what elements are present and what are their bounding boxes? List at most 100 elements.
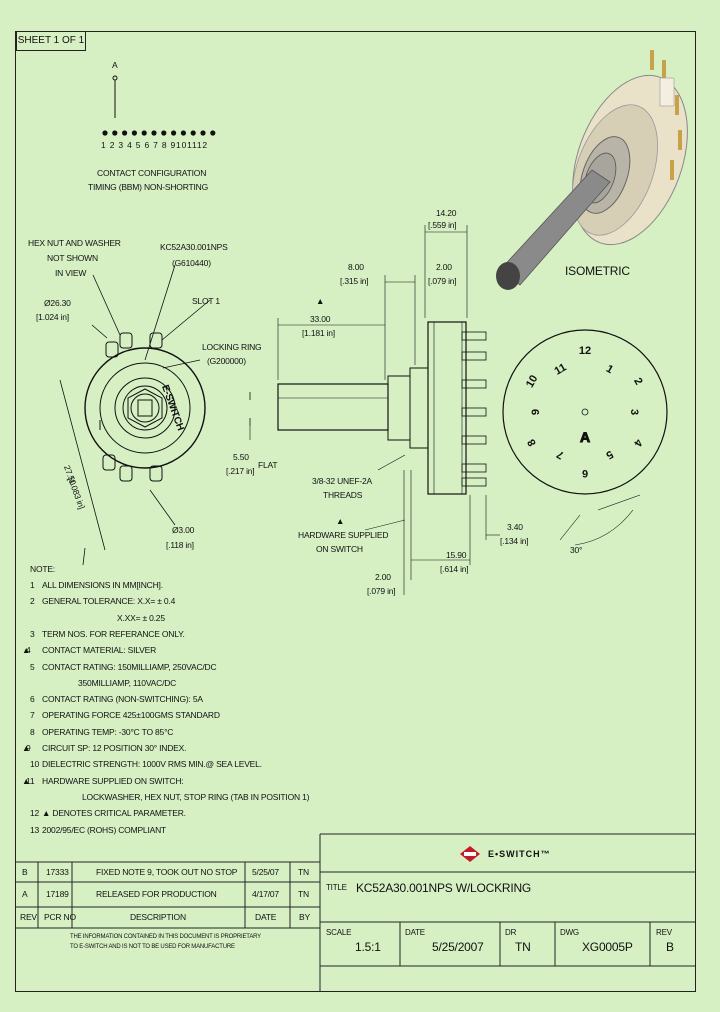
rev-header-by: BY: [299, 912, 310, 922]
terminal-label: 7: [555, 448, 566, 461]
note-text: X.XX= ± 0.25: [117, 612, 165, 623]
eswitch-logo-mark: [460, 846, 480, 862]
disclaimer-1: THE INFORMATION CONTAINED IN THIS DOCUME…: [70, 934, 261, 940]
dim-2-00-b: 2.00: [375, 572, 391, 582]
side-view-drawing: [249, 225, 500, 595]
drawing-title: KC52A30.001NPS W/LOCKRING: [356, 881, 532, 895]
contact-dot: [122, 130, 128, 136]
terminal-label: 9: [530, 409, 542, 415]
rev-value: B: [666, 940, 674, 954]
date-label: DATE: [405, 928, 425, 937]
contact-top-label: A: [112, 60, 118, 70]
contact-dot: [161, 130, 167, 136]
contact-dot: [180, 130, 186, 136]
date-value: 5/25/2007: [432, 940, 484, 954]
critical-marker: ▲: [22, 775, 31, 786]
contact-dot: [141, 130, 147, 136]
contact-dot: [210, 130, 216, 136]
terminal-label: 11: [552, 361, 568, 377]
contact-configuration-diagram: [102, 75, 216, 136]
note-number: 11: [26, 775, 35, 786]
part-label: KC52A30.001NPS: [160, 242, 228, 252]
rev-header-pcr: PCR NO: [44, 912, 76, 922]
terminal-label: 8: [525, 437, 538, 448]
title-block-lines: [15, 833, 696, 992]
contact-dot: [200, 130, 206, 136]
note-text: OPERATING FORCE 425±100GMS STANDARD: [42, 710, 220, 721]
revision-rev: B: [22, 867, 28, 877]
critical-marker: ▲: [316, 296, 325, 306]
note-number: 4: [26, 645, 31, 656]
terminal-label: 6: [582, 467, 588, 479]
critical-marker: ▲: [22, 743, 31, 753]
dim-5-50-in: [.217 in]: [226, 466, 255, 476]
isometric-label: ISOMETRIC: [565, 264, 630, 278]
thread-label: THREADS: [323, 490, 363, 500]
dim-3-40-in: [.134 in]: [500, 536, 529, 546]
dim-2-00-a-in: [.079 in]: [428, 276, 457, 286]
scale-label: SCALE: [326, 928, 352, 937]
dim-2-00-b-in: [.079 in]: [367, 586, 396, 596]
dim-33-00: 33.00: [310, 314, 331, 324]
critical-marker: ▲: [22, 645, 31, 656]
note-number: 5: [30, 661, 35, 672]
note-number: 2: [30, 596, 35, 607]
revision-by: TN: [298, 889, 309, 899]
note-text: CONTACT RATING (NON-SWITCHING): 5A: [42, 694, 203, 705]
diameter-in: [1.024 in]: [36, 312, 69, 322]
contact-dot: [102, 130, 108, 136]
front-view-drawing: [59, 264, 211, 566]
dim-5-50: 5.50: [233, 452, 249, 462]
contact-dot: [112, 130, 118, 136]
revision-pcr: 17189: [46, 889, 69, 899]
note-text: CONTACT RATING: 150MILLIAMP, 250VAC/DC: [42, 661, 217, 672]
terminal-label: 5: [604, 448, 615, 461]
angle-label: 30°: [570, 545, 583, 555]
dim-14-20-in: [.559 in]: [428, 220, 457, 230]
note-number: 1: [30, 580, 35, 590]
note-number: 9: [26, 743, 31, 753]
terminal-label: 10: [524, 373, 541, 390]
dim-8-00: 8.00: [348, 262, 364, 272]
revision-date: 4/17/07: [252, 889, 279, 899]
slot-label: SLOT 1: [192, 296, 220, 306]
revision-desc: FIXED NOTE 9, TOOK OUT NO STOP: [96, 867, 238, 877]
revision-rev: A: [22, 889, 28, 899]
contact-numbers: 1 2 3 4 5 6 7 8 9101112: [101, 140, 208, 150]
dwg-label: DWG: [560, 928, 579, 937]
note-number: 6: [30, 694, 35, 705]
note-text: 350MILLIAMP, 110VAC/DC: [78, 677, 177, 688]
contact-config-timing: TIMING (BBM) NON-SHORTING: [88, 182, 208, 192]
hardware-supplied-1: HARDWARE SUPPLIED: [298, 530, 389, 540]
title-label: TITLE: [326, 883, 347, 892]
hardware-supplied-2: ON SWITCH: [316, 544, 363, 554]
rev-header-rev: REV: [20, 912, 37, 922]
dim-33-00-in: [1.181 in]: [302, 328, 335, 338]
flat-label: FLAT: [258, 460, 278, 470]
locking-ring-label: LOCKING RING: [202, 342, 262, 352]
terminal-label: 1: [604, 363, 615, 376]
sheet-number: SHEET 1 OF 1: [16, 31, 86, 51]
revision-by: TN: [298, 867, 309, 877]
contact-dot: [151, 130, 157, 136]
note-number: 10: [30, 759, 40, 770]
revision-date: 5/25/07: [252, 867, 279, 877]
contact-dot: [190, 130, 196, 136]
rev-header-date: DATE: [255, 912, 277, 922]
contact-dot: [131, 130, 137, 136]
drawing-border: [15, 31, 696, 992]
note-text: ALL DIMENSIONS IN MM[INCH].: [42, 580, 163, 590]
note-text: ▲ DENOTES CRITICAL PARAMETER.: [42, 808, 186, 819]
note-text: TERM NOS. FOR REFERANCE ONLY.: [42, 628, 185, 639]
critical-marker-hardware: ▲: [336, 516, 345, 526]
diameter-mm: Ø26.30: [44, 298, 71, 308]
revision-pcr: 17333: [46, 867, 69, 877]
scale-value: 1.5:1: [355, 940, 381, 954]
terminal-label: 12: [579, 345, 591, 357]
dwg-value: XG0005P: [582, 940, 633, 954]
drawn-by-value: TN: [515, 940, 531, 954]
dim-15-90-in: [.614 in]: [440, 564, 469, 574]
note-text: GENERAL TOLERANCE: X.X= ± 0.4: [42, 596, 176, 607]
drawn-by-label: DR: [505, 928, 517, 937]
